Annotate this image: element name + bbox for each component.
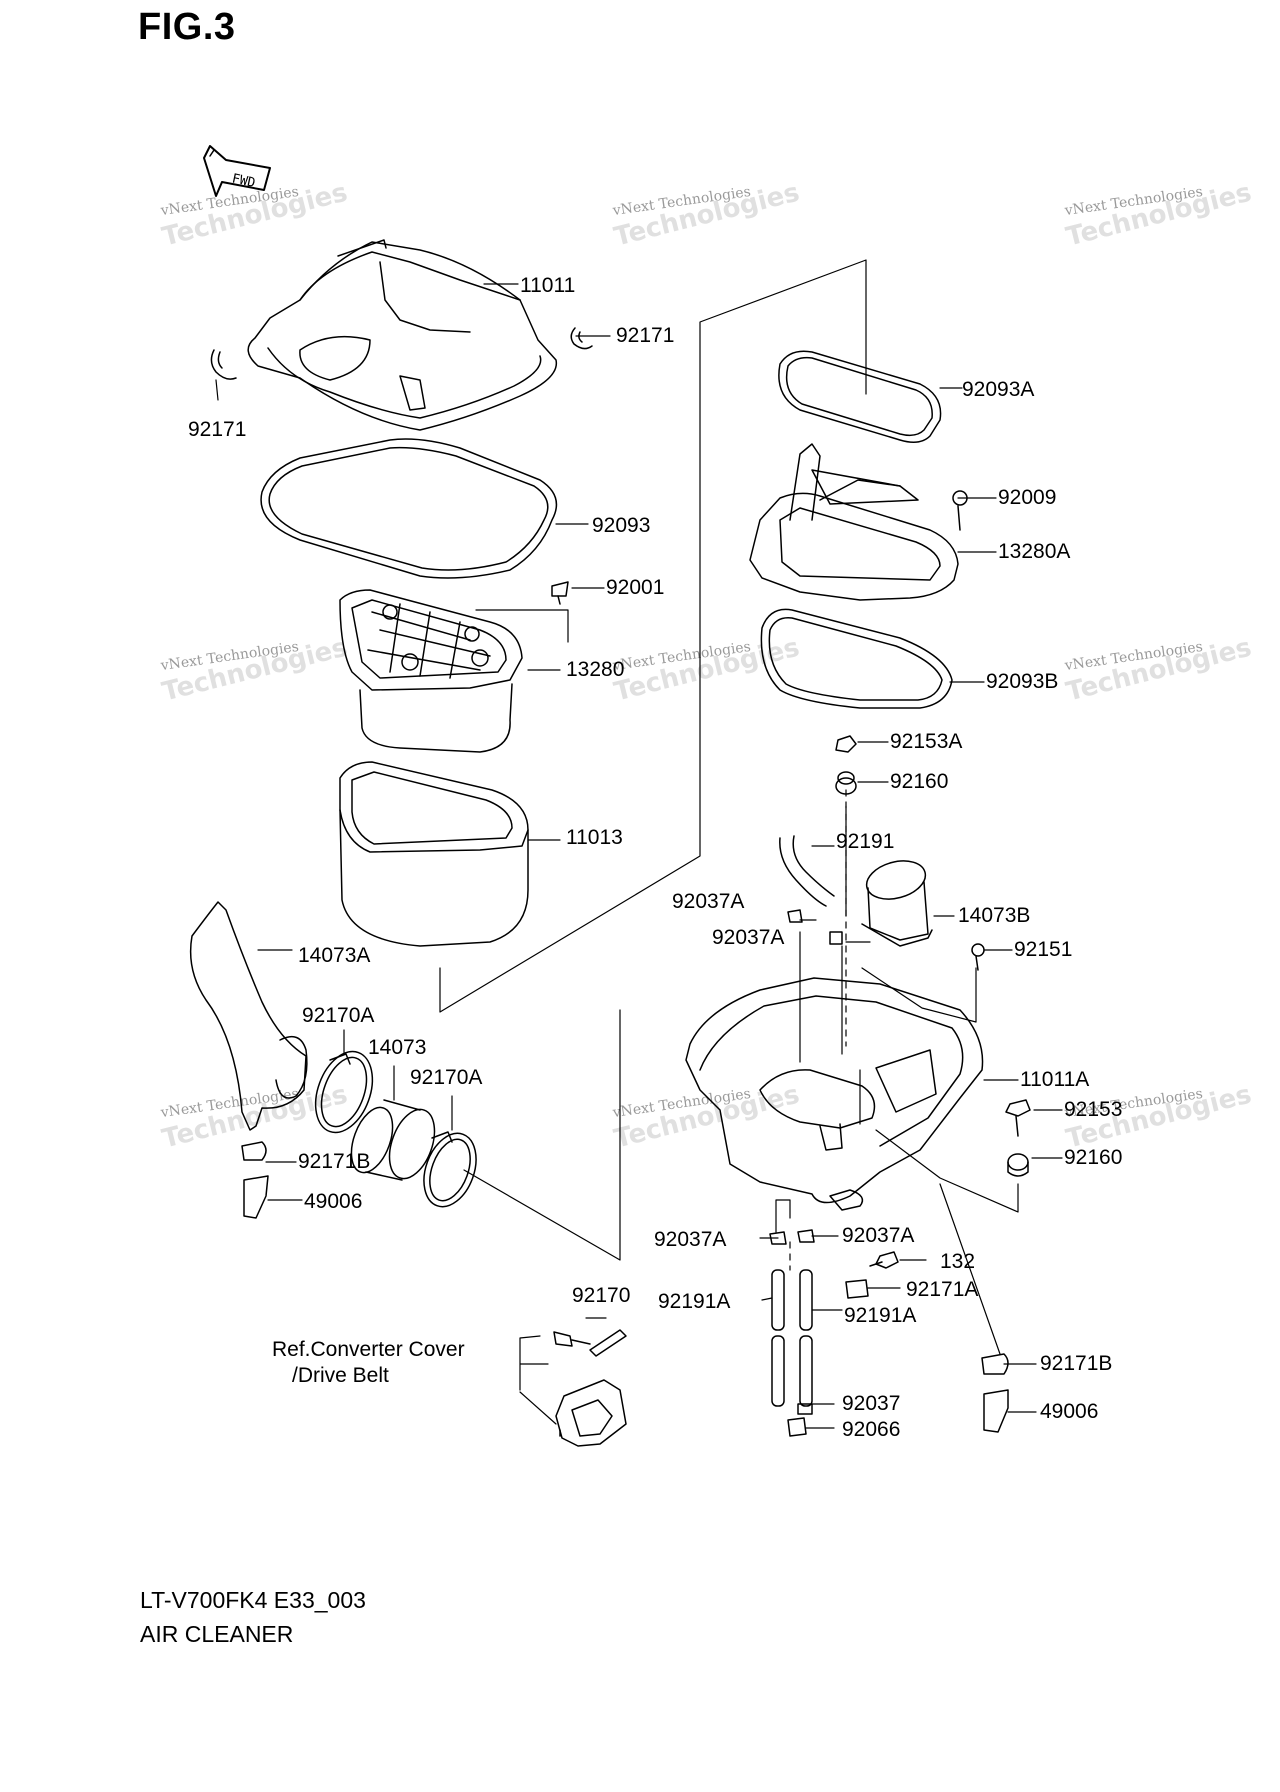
figure-title: FIG.3 xyxy=(138,6,236,48)
drain-plug-icon xyxy=(244,1176,268,1218)
gasket-92093 xyxy=(261,439,556,578)
part-label-13280: 13280 xyxy=(566,658,625,681)
part-label-92171B-left: 92171B xyxy=(298,1150,371,1173)
part-label-11013: 11013 xyxy=(566,826,623,849)
alignment-lines xyxy=(790,790,846,1270)
air-cleaner-cover xyxy=(248,240,556,430)
part-label-92037A-3: 92037A xyxy=(654,1228,727,1251)
clip-icon xyxy=(798,1404,812,1414)
gasket-92093-inner xyxy=(269,448,548,570)
part-label-132: 132 xyxy=(940,1250,976,1273)
air-cleaner-case xyxy=(686,978,983,1210)
part-label-14073B: 14073B xyxy=(958,904,1031,927)
part-label-92009: 92009 xyxy=(998,486,1057,509)
part-label-92191A-right: 92191A xyxy=(844,1304,917,1327)
gasket-92093b-inner xyxy=(769,618,942,700)
part-label-11011A: 11011A xyxy=(1020,1068,1090,1091)
converter-cover xyxy=(556,1380,626,1446)
part-label-92066: 92066 xyxy=(842,1418,901,1441)
part-label-92170A-right: 92170A xyxy=(410,1066,483,1089)
filter-element xyxy=(340,762,528,946)
part-label-92153A: 92153A xyxy=(890,730,963,753)
clip-icon xyxy=(211,328,592,379)
gasket-92093b xyxy=(761,609,952,708)
part-label-92093: 92093 xyxy=(592,514,651,537)
intake-funnel xyxy=(862,855,932,946)
intake-duct xyxy=(191,902,307,1130)
hose-clamp-icon xyxy=(305,1044,383,1141)
part-label-92171-left: 92171 xyxy=(188,418,247,441)
fwd-arrow-icon: FWD xyxy=(204,146,270,196)
bolt-icon xyxy=(1006,1100,1030,1136)
part-label-49006-left: 49006 xyxy=(304,1190,363,1213)
part-label-92170A-left: 92170A xyxy=(302,1004,375,1027)
part-label-92037A-1: 92037A xyxy=(672,890,745,913)
grommet-icon xyxy=(1008,1154,1028,1176)
clip-icon xyxy=(846,1280,868,1298)
part-label-92037A-2: 92037A xyxy=(712,926,785,949)
bolt-icon xyxy=(870,1252,898,1268)
hose-clamp-icon xyxy=(414,1126,485,1214)
drain-tube xyxy=(772,1270,812,1406)
drain-plug-icon xyxy=(788,1418,806,1436)
section-title: AIR CLEANER xyxy=(140,1621,294,1647)
gasket-92093a xyxy=(779,351,941,442)
bolt-icon xyxy=(554,1332,590,1346)
part-label-92153: 92153 xyxy=(1064,1098,1123,1121)
part-label-11011: 11011 xyxy=(520,274,576,297)
part-label-92093A: 92093A xyxy=(962,378,1035,401)
bolt-icon xyxy=(836,736,856,752)
part-label-92171A: 92171A xyxy=(906,1278,979,1301)
part-label-92093B: 92093B xyxy=(986,670,1059,693)
part-label-13280A: 13280A xyxy=(998,540,1071,563)
filter-frame-a xyxy=(750,444,958,600)
part-label-14073: 14073 xyxy=(368,1036,427,1059)
part-label-92170: 92170 xyxy=(572,1284,631,1307)
part-label-92191: 92191 xyxy=(836,830,895,853)
part-label-92191A-left: 92191A xyxy=(658,1290,731,1313)
screw-icon xyxy=(953,491,967,530)
part-label-14073A: 14073A xyxy=(298,944,371,967)
clip-icon xyxy=(788,910,842,944)
part-label-92001: 92001 xyxy=(606,576,665,599)
clip-icon xyxy=(770,1230,814,1244)
model-code: LT-V700FK4 E33_003 xyxy=(140,1587,366,1613)
drain-plug-icon xyxy=(984,1390,1008,1432)
part-label-92160-bottom: 92160 xyxy=(1064,1146,1123,1169)
part-label-92171B-right: 92171B xyxy=(1040,1352,1113,1375)
wing-screw-icon xyxy=(552,582,568,604)
fwd-label: FWD xyxy=(231,171,257,191)
gasket-92093a-inner xyxy=(787,358,933,436)
filter-frame xyxy=(340,590,522,752)
clamp-band-icon xyxy=(590,1330,626,1356)
part-label-49006-right: 49006 xyxy=(1040,1400,1099,1423)
part-label-92151: 92151 xyxy=(1014,938,1073,961)
part-label-92171-right: 92171 xyxy=(616,324,675,347)
intake-joint xyxy=(343,1100,443,1185)
reference-label-line1: Ref.Converter Cover xyxy=(272,1338,465,1361)
screw-icon xyxy=(972,944,984,970)
reference-label-line2: /Drive Belt xyxy=(292,1364,389,1387)
part-label-92160-top: 92160 xyxy=(890,770,949,793)
leader-lines xyxy=(216,260,1062,1428)
breather-hose xyxy=(780,836,834,906)
part-label-92037A-4: 92037A xyxy=(842,1224,915,1247)
clip-icon xyxy=(242,1142,266,1160)
part-label-92037: 92037 xyxy=(842,1392,901,1415)
